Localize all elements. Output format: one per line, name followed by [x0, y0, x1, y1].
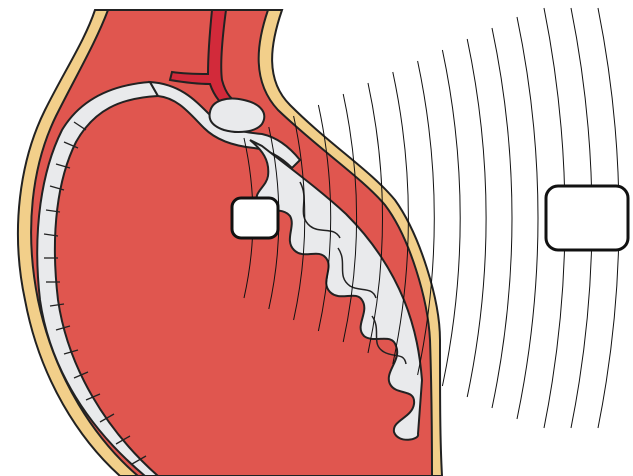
sound-wave-arc	[467, 39, 486, 397]
outer-label-box	[546, 186, 628, 250]
gland-blob	[210, 99, 265, 133]
sound-wave-arc	[492, 28, 512, 408]
sound-wave-arc	[517, 17, 538, 419]
inner-label-box	[232, 198, 278, 238]
sound-wave-arc	[442, 50, 460, 386]
